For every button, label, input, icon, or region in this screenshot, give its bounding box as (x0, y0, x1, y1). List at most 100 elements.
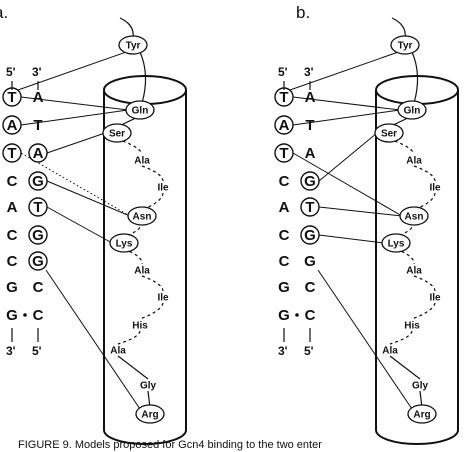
residue-tyr: Tyr (118, 35, 148, 55)
contact-line (20, 152, 131, 217)
contact-line (318, 206, 403, 217)
dna-base: G (304, 253, 316, 270)
contact-base-circle (28, 251, 48, 271)
residue-his: His (132, 321, 148, 332)
dna-base: C (33, 279, 44, 296)
residue-tyr: Tyr (390, 35, 420, 55)
strand-end-label: 5' (6, 65, 16, 79)
dna-base: A (279, 199, 290, 216)
dna-base: C (7, 253, 18, 270)
svg-text:Arg: Arg (413, 410, 430, 421)
strand-end-label: 3' (6, 344, 16, 358)
dna-base: C (33, 307, 44, 324)
contact-line (292, 96, 401, 111)
dna-base: C (279, 227, 290, 244)
svg-text:Ile: Ile (157, 293, 169, 304)
dna-base: G (32, 253, 44, 270)
contact-line (46, 206, 113, 244)
svg-text:Ala: Ala (406, 156, 422, 167)
svg-text:Ile: Ile (157, 183, 169, 194)
residue-ala: Ala (110, 346, 126, 357)
dna-base: T (279, 89, 288, 106)
residue-gln: Gln (397, 100, 427, 120)
svg-text:Ser: Ser (381, 129, 397, 140)
residue-ser: Ser (374, 123, 404, 143)
panel-a: a.5'TATCACCGG3'3'ATAGTGGCC5'TyrGlnSerAla… (0, 3, 187, 445)
contact-line (20, 109, 129, 126)
svg-text:Tyr: Tyr (398, 41, 413, 52)
contact-line (20, 96, 129, 111)
dna-base: T (7, 89, 16, 106)
contact-line (17, 49, 133, 91)
contact-line (45, 269, 141, 410)
strand-end-label: 5' (278, 65, 288, 79)
contact-line (318, 234, 385, 244)
dna-base: C (7, 227, 18, 244)
dna-base: G (304, 227, 316, 244)
residue-ser: Ser (102, 123, 132, 143)
panel-label: a. (0, 3, 8, 22)
contact-base-circle (2, 143, 22, 163)
residue-ala: Ala (406, 156, 422, 167)
residue-gly: Gly (412, 381, 429, 392)
contact-line (292, 152, 403, 217)
residue-ala: Ala (134, 156, 150, 167)
residue-ile: Ile (429, 183, 441, 194)
dna-base: T (305, 117, 314, 134)
svg-text:Ala: Ala (382, 346, 398, 357)
dna-base: T (7, 145, 16, 162)
residue-ala: Ala (406, 266, 422, 277)
dna-base: G (278, 307, 290, 324)
residue-arg: Arg (407, 404, 437, 424)
dna-base: G (32, 227, 44, 244)
dna-base: G (6, 279, 18, 296)
residue-his: His (404, 321, 420, 332)
svg-text:Ala: Ala (110, 346, 126, 357)
svg-text:Gln: Gln (132, 106, 149, 117)
base-pair-dot (23, 313, 27, 317)
residue-ala: Ala (382, 346, 398, 357)
svg-text:Ala: Ala (134, 156, 150, 167)
contact-line (318, 132, 378, 182)
dna-base: G (278, 279, 290, 296)
svg-text:Lys: Lys (388, 239, 405, 250)
svg-text:Ile: Ile (429, 293, 441, 304)
svg-text:Ile: Ile (429, 183, 441, 194)
svg-text:Arg: Arg (141, 410, 158, 421)
residue-ile: Ile (429, 293, 441, 304)
strand-end-label: 3' (32, 65, 42, 79)
strand-end-label: 5' (32, 344, 42, 358)
residue-ile: Ile (157, 293, 169, 304)
dna-base: T (305, 199, 314, 216)
dna-base: G (32, 173, 44, 190)
svg-text:His: His (132, 321, 148, 332)
svg-text:Gly: Gly (140, 381, 157, 392)
svg-text:Asn: Asn (133, 212, 152, 223)
contact-line (317, 269, 413, 410)
dna-base: T (33, 199, 42, 216)
dna-base: C (305, 279, 316, 296)
residue-gly: Gly (140, 381, 157, 392)
dna-base: C (279, 253, 290, 270)
contact-line (46, 180, 131, 217)
contact-line (289, 49, 405, 91)
svg-text:Ser: Ser (109, 129, 125, 140)
residue-asn: Asn (127, 206, 157, 226)
dna-base: G (6, 307, 18, 324)
contact-line (46, 132, 106, 154)
dna-base: G (304, 173, 316, 190)
residue-ala: Ala (134, 266, 150, 277)
contact-line (292, 109, 401, 126)
residue-lys: Lys (381, 233, 411, 253)
dna-base: A (33, 145, 44, 162)
dna-base: C (305, 307, 316, 324)
dna-base: A (33, 89, 44, 106)
dna-base: C (279, 173, 290, 190)
dna-base: C (7, 173, 18, 190)
svg-text:Lys: Lys (116, 239, 133, 250)
